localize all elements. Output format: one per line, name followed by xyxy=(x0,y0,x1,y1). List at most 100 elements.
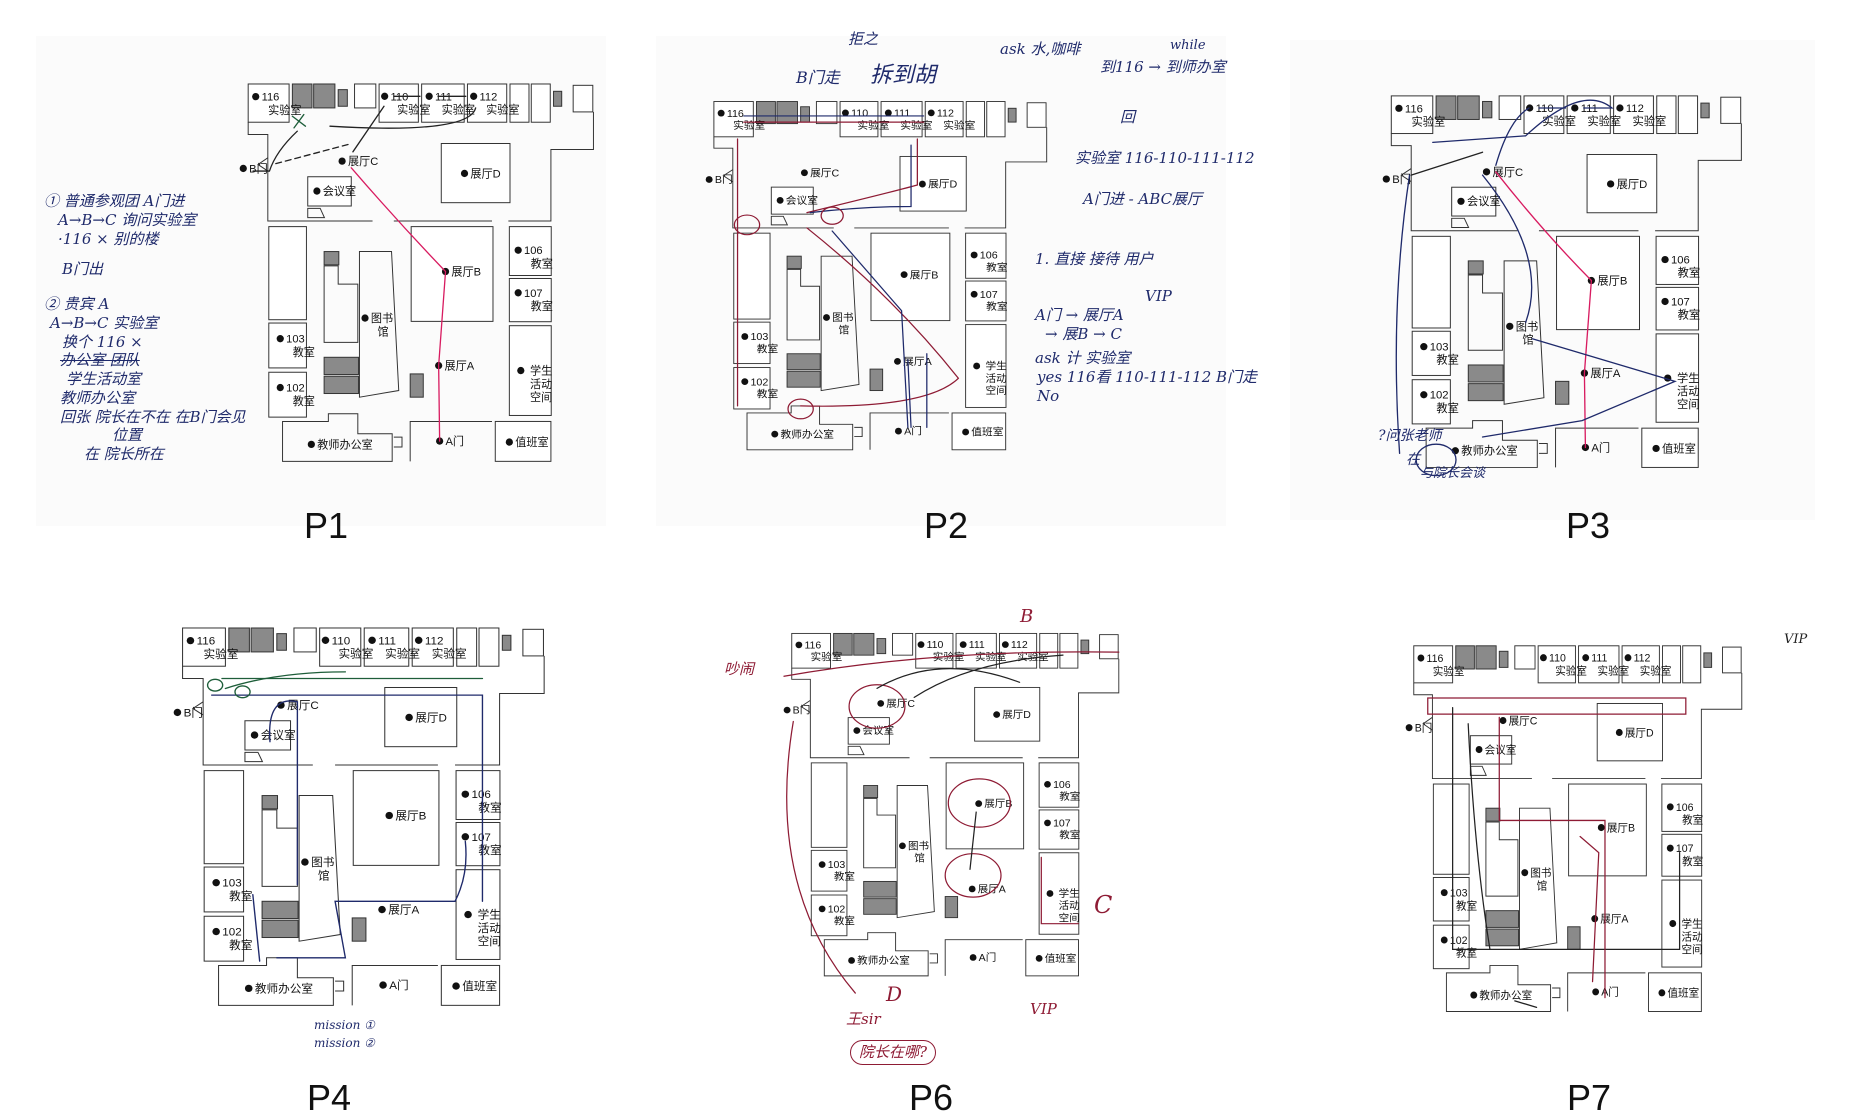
room-empty xyxy=(203,770,245,865)
room-label-room106: 106 xyxy=(471,789,490,801)
room-label-lab111: 111 xyxy=(969,640,985,651)
annotation-path xyxy=(1427,697,1687,715)
annotation-path xyxy=(1432,99,1614,144)
room-label-student: 空间 xyxy=(478,934,501,948)
room-label-room103: 教室 xyxy=(1456,899,1477,912)
p2-note: ask 水,咖啡 xyxy=(1000,40,1081,58)
room-label-room106: 教室 xyxy=(1682,813,1703,826)
toilet xyxy=(1485,928,1520,947)
room-label-lab116: 116 xyxy=(262,92,280,104)
toilet xyxy=(863,898,897,915)
room-label-doorB: B门 xyxy=(1392,172,1411,186)
room-label-duty: 值班室 xyxy=(971,426,1003,439)
location-dot xyxy=(307,440,315,449)
wall xyxy=(261,809,298,887)
stair xyxy=(1498,650,1509,668)
hall-b xyxy=(1568,783,1647,877)
annotation-path xyxy=(1452,707,1681,950)
room-label-hallC: 展厅C xyxy=(810,168,840,180)
wall xyxy=(1519,807,1558,950)
p3-note: 与院长会谈 xyxy=(1420,466,1486,481)
annotation-circle xyxy=(206,678,224,692)
room-label-room102: 102 xyxy=(828,905,846,916)
room-label-library: 馆 xyxy=(1522,332,1533,346)
room-label-room103: 教室 xyxy=(293,345,315,359)
room-label-library: 图书 xyxy=(908,841,929,853)
panel-label-p6: P6 xyxy=(908,1077,954,1118)
room-label-doorA: A门 xyxy=(446,434,465,448)
room-empty xyxy=(509,83,530,123)
location-dot xyxy=(1592,988,1600,996)
toilet xyxy=(261,919,299,939)
room-label-room106: 106 xyxy=(524,245,543,257)
p1-notes: ① 普通参观团 A门进 A→B→C 询问实验室 ·116 × 别的楼 B门出 ②… xyxy=(44,192,246,464)
room-label-library: 馆 xyxy=(838,324,849,337)
location-dot xyxy=(818,905,826,913)
wall xyxy=(722,169,734,183)
room-102 xyxy=(268,371,307,418)
stair xyxy=(1485,807,1501,822)
room-107 xyxy=(1661,833,1703,877)
location-dot xyxy=(1457,197,1465,205)
room-empty xyxy=(1722,646,1742,674)
annotation-path xyxy=(1481,338,1677,438)
location-dot xyxy=(381,92,389,100)
student-space xyxy=(1038,852,1080,935)
wall xyxy=(323,265,359,343)
hall-b xyxy=(1556,235,1640,331)
location-dot xyxy=(1597,823,1605,832)
location-dot xyxy=(1475,746,1483,754)
location-dot xyxy=(1661,255,1669,264)
annotation-path xyxy=(252,893,261,962)
room-empty xyxy=(478,627,500,667)
room-label-student: 活动 xyxy=(985,373,1006,385)
location-dot xyxy=(1417,654,1425,662)
stair xyxy=(1703,652,1713,668)
location-dot xyxy=(414,636,423,644)
annotation-path xyxy=(1495,107,1530,166)
room-label-student: 活动 xyxy=(1681,931,1702,943)
room-102 xyxy=(203,915,245,962)
room-label-duty: 值班室 xyxy=(462,979,497,993)
room-label-student: 空间 xyxy=(530,390,552,404)
room-label-hallA: 展厅A xyxy=(1590,367,1621,380)
wall xyxy=(244,751,264,763)
annotation-path xyxy=(783,651,1120,677)
location-dot xyxy=(962,428,970,436)
annotation-circle xyxy=(234,685,251,699)
wall xyxy=(896,785,935,919)
student-space xyxy=(455,869,501,960)
room-label-lab111: 实验室 xyxy=(1587,114,1621,128)
room-111 xyxy=(1578,645,1620,684)
stair xyxy=(409,373,424,398)
annotation-path xyxy=(1395,174,1411,455)
hall-b xyxy=(410,226,494,322)
hall-d xyxy=(440,142,511,204)
room-label-room107: 107 xyxy=(524,288,543,300)
room-label-lab112: 实验室 xyxy=(1017,650,1049,663)
annotation-circle xyxy=(947,778,1011,828)
annotation-path xyxy=(876,667,1021,689)
location-dot xyxy=(425,92,433,100)
room-empty xyxy=(1059,632,1079,669)
room-empty xyxy=(1411,235,1451,329)
toilet xyxy=(1455,645,1475,670)
location-dot xyxy=(1044,819,1051,827)
wall xyxy=(1467,274,1503,351)
room-label-library: 图书 xyxy=(311,856,334,869)
room-label-library: 馆 xyxy=(377,324,388,338)
toilet xyxy=(755,101,776,125)
room-label-student: 学生 xyxy=(530,363,552,377)
room-empty xyxy=(530,83,551,123)
room-label-lab112: 实验室 xyxy=(1633,114,1667,128)
room-label-duty: 值班室 xyxy=(1667,987,1699,1000)
student-space xyxy=(508,325,552,416)
room-103 xyxy=(810,849,848,892)
p6-note: B xyxy=(1020,606,1034,627)
wall xyxy=(791,668,910,759)
location-dot xyxy=(1666,803,1674,811)
room-label-student: 活动 xyxy=(530,378,552,391)
annotation-path xyxy=(268,700,299,886)
room-label-lab111: 111 xyxy=(1581,103,1598,115)
